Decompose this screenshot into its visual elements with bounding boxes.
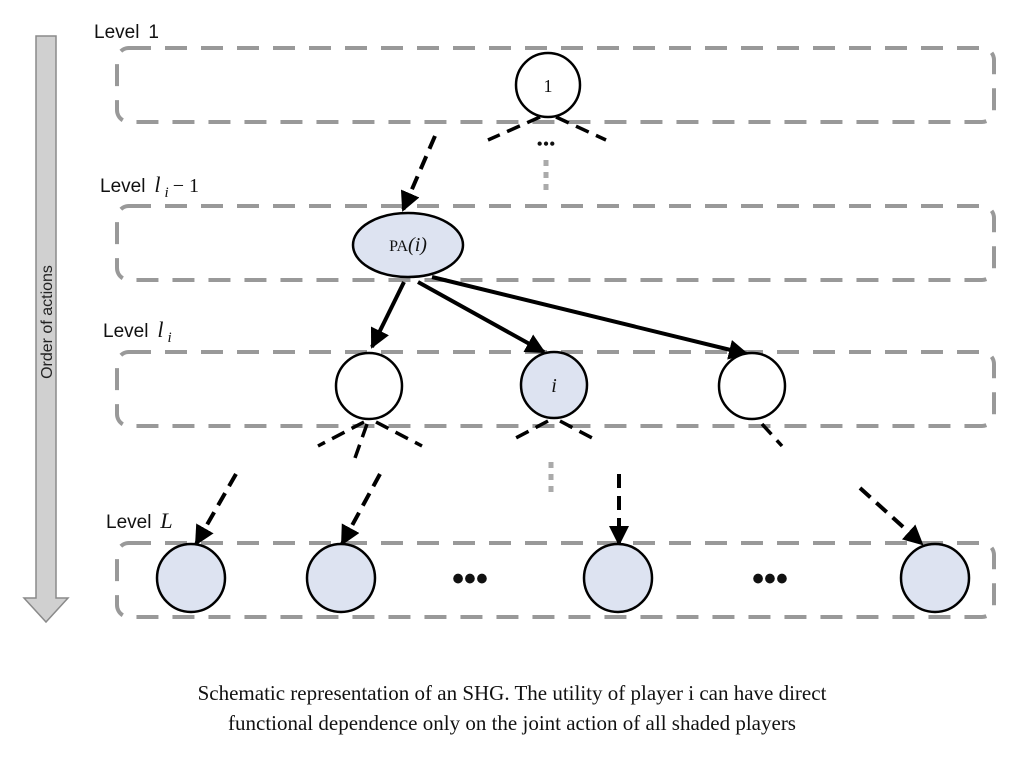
root-node-label: 1	[544, 76, 553, 96]
shg-diagram: Order of actions Level 1 Level l i − 1 L…	[22, 22, 996, 624]
player-i-node	[519, 350, 589, 420]
arrow-into-leaf-1	[194, 473, 238, 546]
leaf-node-2	[305, 542, 377, 614]
arrow-into-leaf-2	[340, 473, 382, 546]
left-child-stub-right	[375, 420, 423, 448]
leaf-ellipsis-2: •••	[752, 560, 788, 598]
edge-parent-to-player-i	[417, 280, 546, 354]
level-li-minus-1-label: Level l i − 1	[100, 172, 199, 201]
leaf-node-4	[899, 542, 971, 614]
root-ellipsis: •••	[537, 134, 556, 154]
level-li-label: Level l i	[103, 317, 172, 346]
level-li-right-node	[717, 351, 787, 421]
leaf-ellipsis-1: •••	[452, 560, 488, 598]
order-of-actions-arrow	[22, 35, 70, 624]
parent-node	[351, 211, 465, 279]
root-stub-left	[487, 115, 541, 142]
figure-caption: Schematic representation of an SHG. The …	[62, 678, 962, 738]
parent-node-label: PA(i)	[389, 234, 427, 256]
edge-parent-to-left-child	[370, 281, 406, 349]
caption-line-2: functional dependence only on the joint …	[228, 711, 796, 735]
root-stub-right	[555, 115, 607, 142]
leaf-node-1	[155, 542, 227, 614]
left-child-stub-down	[353, 423, 369, 459]
root-node	[514, 51, 582, 119]
leaf-node-3	[582, 542, 654, 614]
edge-parent-to-right-child	[431, 275, 749, 360]
level-L-box	[115, 541, 996, 619]
right-child-stub	[760, 422, 784, 448]
level-L-label: Level L	[106, 508, 173, 533]
arrow-into-leaf-4	[858, 486, 924, 546]
level-1-label: Level 1	[94, 22, 159, 43]
level-li-left-node	[334, 351, 404, 421]
level-li-minus-1-box	[115, 204, 996, 282]
left-child-stub-left	[317, 420, 365, 448]
player-i-stub-right	[559, 419, 597, 442]
caption-line-1: Schematic representation of an SHG. The …	[197, 681, 827, 705]
player-i-label: i	[551, 375, 557, 397]
player-i-stub-left	[511, 419, 549, 442]
level-li-box	[115, 350, 996, 428]
arrow-into-parent	[400, 135, 437, 212]
order-of-actions-label: Order of actions	[39, 265, 56, 379]
level-1-box	[115, 46, 996, 124]
